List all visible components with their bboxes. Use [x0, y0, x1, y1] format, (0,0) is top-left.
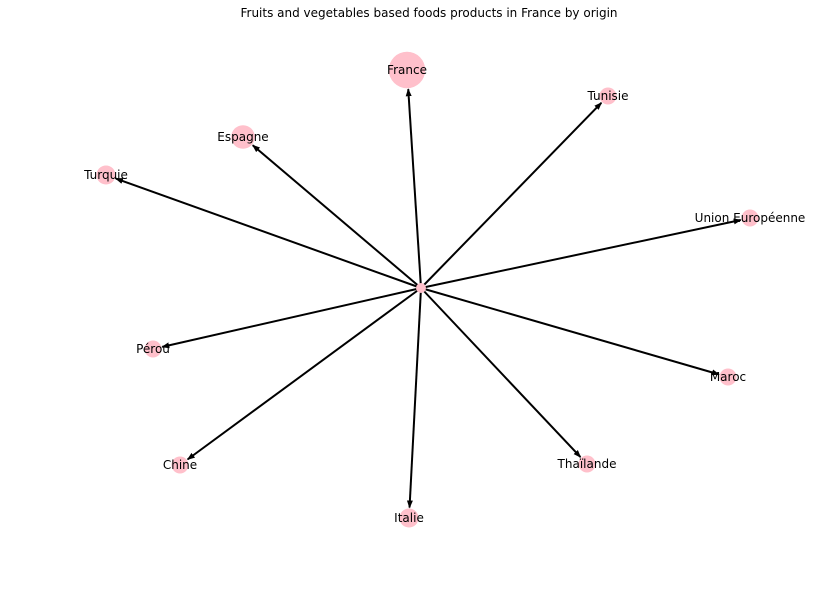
edge-to-france	[405, 88, 422, 289]
node-italie	[399, 508, 419, 528]
node-thailande	[578, 455, 596, 473]
node-label-chine: Chine	[163, 458, 197, 472]
node-france	[388, 51, 426, 89]
nodes-layer	[96, 51, 759, 528]
edges-layer	[114, 88, 742, 509]
edge-to-italie	[406, 287, 422, 509]
edge-to-tunisie	[420, 102, 603, 289]
diagram-title: Fruits and vegetables based foods produc…	[240, 6, 617, 20]
node-union-europeenne	[741, 209, 759, 227]
node-turquie	[96, 165, 116, 185]
hub-node	[416, 283, 426, 293]
node-espagne	[231, 125, 255, 149]
node-label-tunisie: Tunisie	[586, 89, 628, 103]
edge-to-espagne	[251, 144, 422, 289]
edge-to-thailande	[420, 287, 582, 458]
node-maroc	[719, 368, 737, 386]
node-label-turquie: Turquie	[83, 168, 128, 182]
edge-to-turquie	[114, 177, 422, 289]
node-chine	[171, 456, 189, 474]
node-label-france: France	[387, 63, 427, 77]
node-tunisie	[599, 87, 617, 105]
node-label-italie: Italie	[394, 511, 424, 525]
edge-to-maroc	[420, 287, 720, 376]
node-label-union-europeenne: Union Européenne	[695, 211, 806, 225]
edge-to-chine	[186, 287, 422, 461]
edge-to-union-europeenne	[420, 218, 742, 289]
edge-to-perou	[161, 287, 422, 349]
node-label-thailande: Thaïlande	[557, 457, 617, 471]
node-label-perou: Pérou	[136, 342, 170, 356]
node-perou	[144, 340, 162, 358]
node-label-maroc: Maroc	[710, 370, 746, 384]
node-label-espagne: Espagne	[217, 130, 268, 144]
